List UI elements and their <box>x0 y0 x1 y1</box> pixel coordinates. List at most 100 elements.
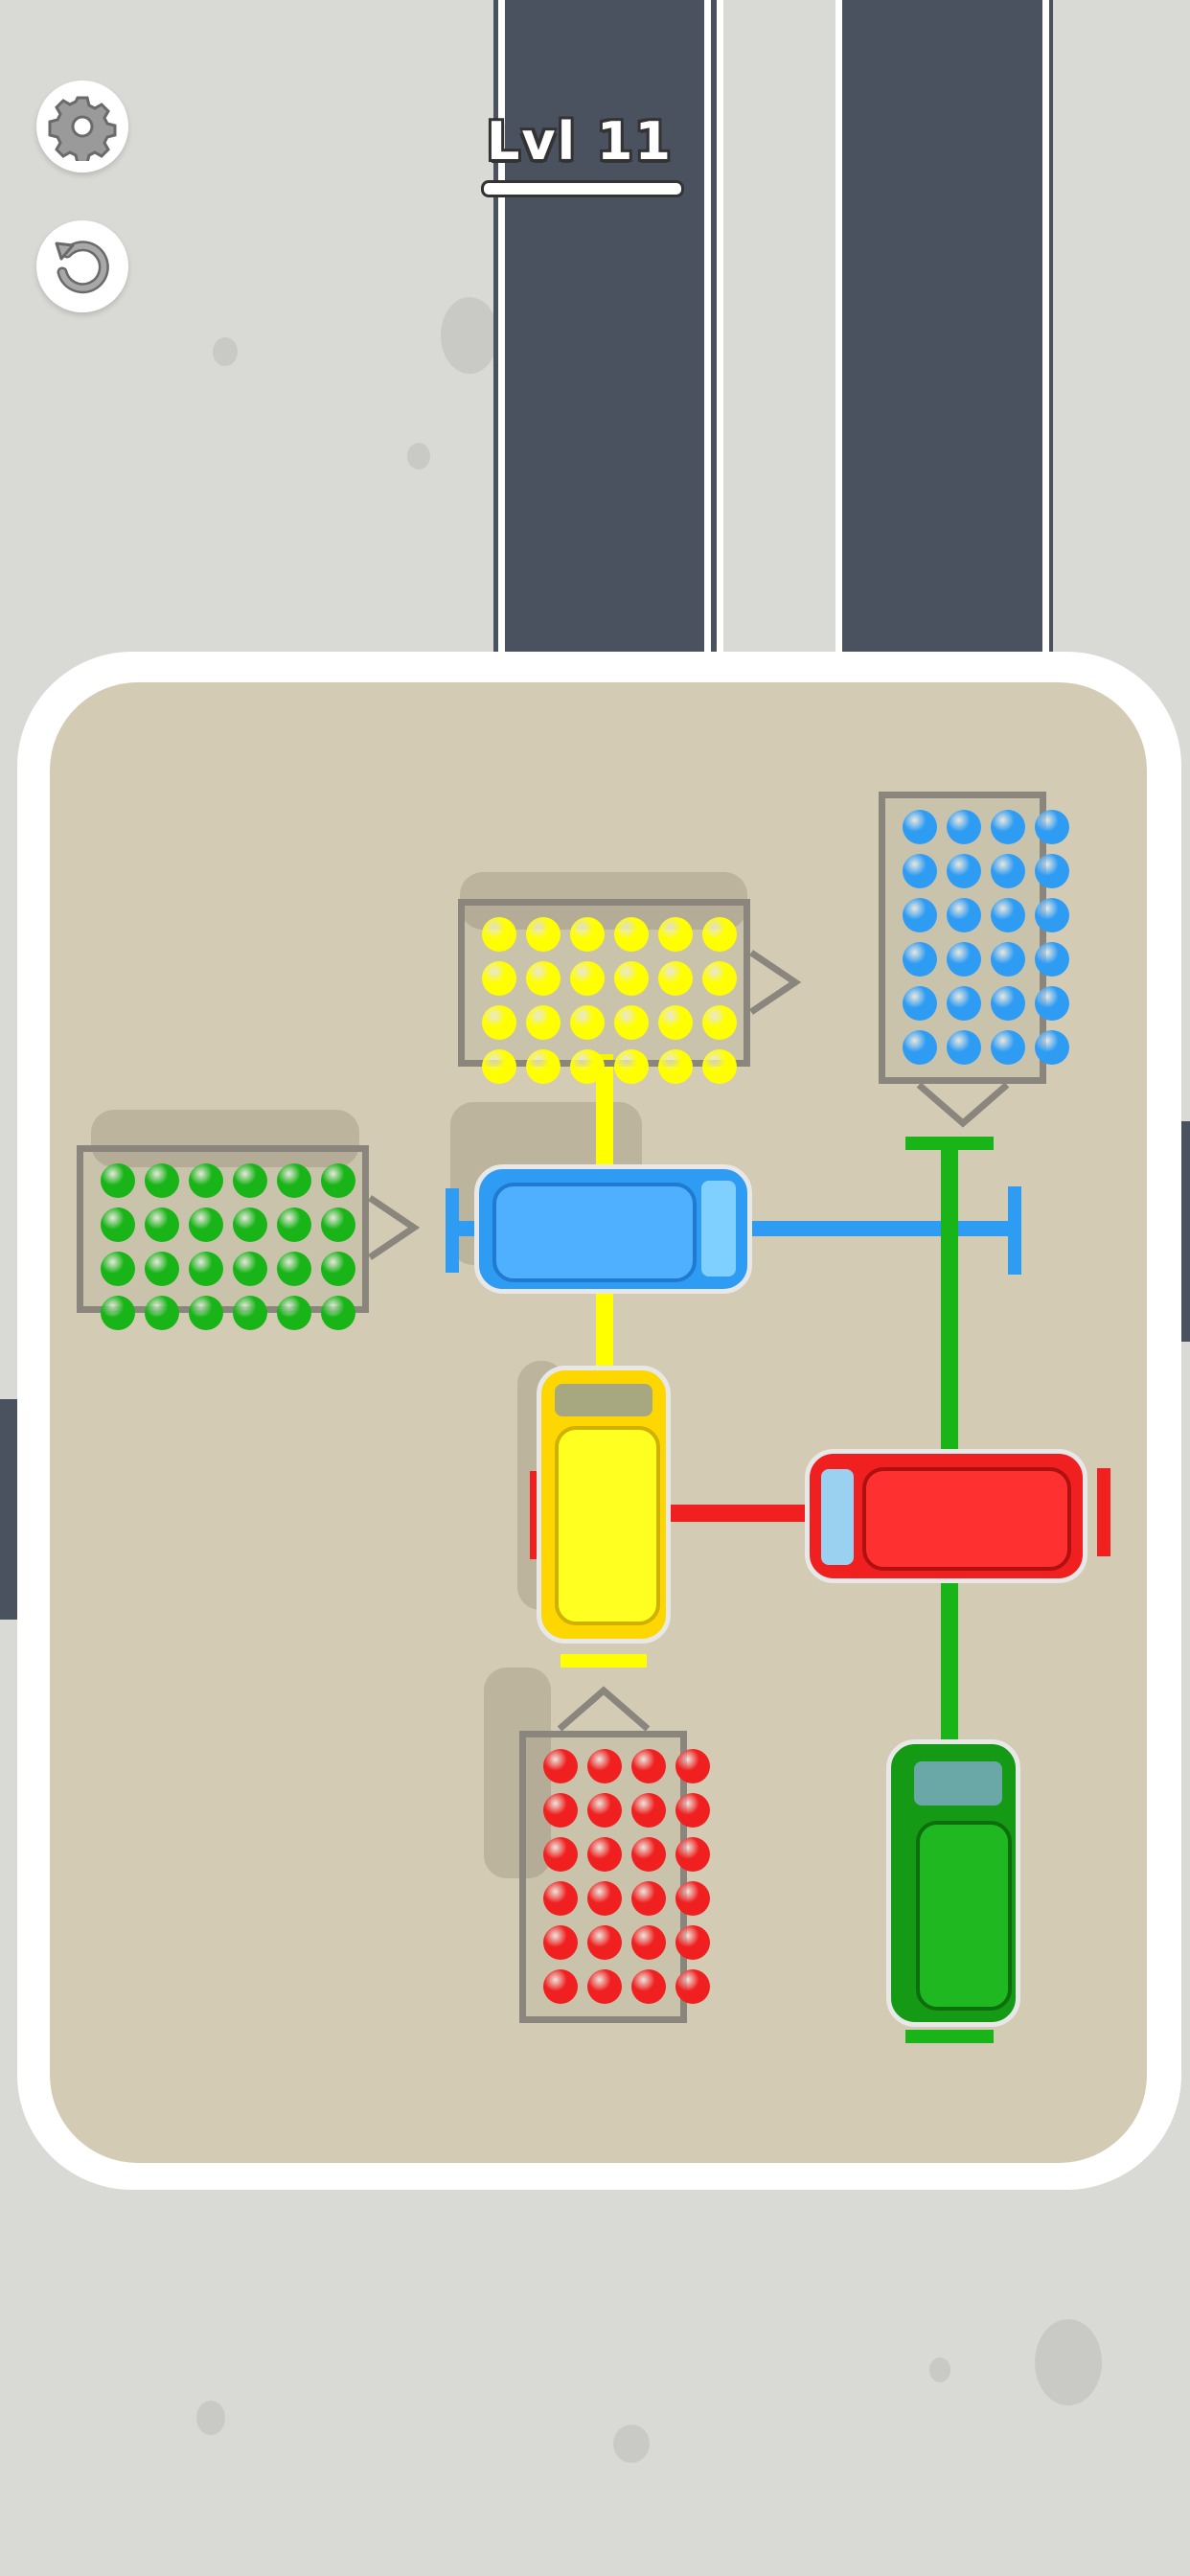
red-passenger <box>631 1881 666 1916</box>
road-edge-line <box>1042 0 1049 661</box>
restart-button[interactable] <box>36 220 128 312</box>
blue-passenger <box>991 942 1025 977</box>
yellow-passenger <box>658 1049 693 1084</box>
settings-button[interactable] <box>36 80 128 172</box>
green-passenger <box>277 1252 311 1286</box>
ground-spot <box>929 2358 950 2382</box>
red-passenger <box>675 1837 710 1872</box>
blue-passenger <box>1035 942 1069 977</box>
red-passenger <box>587 1793 622 1828</box>
bus-roof <box>862 1467 1071 1571</box>
red-track <box>661 1505 814 1522</box>
green-passenger <box>233 1208 267 1242</box>
blue-passenger <box>991 1030 1025 1065</box>
blue-passenger <box>947 854 981 888</box>
green-passenger <box>101 1252 135 1286</box>
blue-passenger <box>991 898 1025 932</box>
yellow-passenger <box>482 1005 516 1040</box>
blue-passenger <box>947 986 981 1021</box>
green-passenger <box>277 1208 311 1242</box>
level-label: Lvl 11 <box>486 111 674 172</box>
green-passenger <box>321 1296 355 1330</box>
blue-passenger-station[interactable] <box>879 792 1069 1084</box>
green-passenger <box>277 1163 311 1198</box>
green-passenger <box>321 1252 355 1286</box>
blue-passenger <box>947 942 981 977</box>
gear-icon <box>48 96 117 161</box>
yellow-passenger <box>570 961 605 996</box>
station-shadow <box>484 1668 551 1878</box>
bus-windshield <box>914 1761 1002 1806</box>
yellow-passenger <box>482 961 516 996</box>
yellow-passenger <box>702 1049 737 1084</box>
blue-passenger <box>1035 854 1069 888</box>
blue-passenger <box>903 810 937 844</box>
road-median <box>723 0 835 661</box>
yellow-passenger <box>658 961 693 996</box>
green-passenger <box>189 1296 223 1330</box>
blue-passenger <box>991 986 1025 1021</box>
red-track-end <box>1097 1468 1110 1556</box>
yellow-passenger <box>658 1005 693 1040</box>
blue-passenger <box>1035 1030 1069 1065</box>
red-bus[interactable] <box>805 1449 1087 1583</box>
green-passenger <box>145 1296 179 1330</box>
yellow-passenger <box>702 917 737 952</box>
blue-bus[interactable] <box>474 1164 752 1294</box>
yellow-track <box>596 1275 613 1370</box>
green-passenger <box>145 1208 179 1242</box>
green-passenger <box>101 1296 135 1330</box>
red-passenger <box>587 1749 622 1783</box>
red-passenger <box>675 1749 710 1783</box>
yellow-passenger <box>658 917 693 952</box>
red-passenger <box>543 1793 578 1828</box>
blue-passenger <box>903 854 937 888</box>
yellow-passenger <box>526 1005 561 1040</box>
yellow-passenger <box>482 917 516 952</box>
yellow-station-arrow-icon <box>749 950 802 1015</box>
green-track <box>941 1148 958 1455</box>
bus-roof <box>916 1821 1012 2011</box>
red-station-arrow-icon <box>557 1686 651 1732</box>
station-shadow <box>91 1110 359 1167</box>
red-passenger-station[interactable] <box>519 1731 710 2023</box>
green-passenger <box>101 1163 135 1198</box>
bus-roof <box>492 1183 697 1282</box>
blue-passenger <box>947 1030 981 1065</box>
yellow-passenger <box>702 1005 737 1040</box>
blue-station-arrow-icon <box>916 1082 1010 1128</box>
blue-passenger <box>947 810 981 844</box>
green-passenger <box>145 1252 179 1286</box>
level-progress-bar <box>481 180 684 197</box>
red-passenger <box>631 1793 666 1828</box>
yellow-passenger-station[interactable] <box>458 899 750 1084</box>
green-passenger <box>189 1163 223 1198</box>
blue-passenger <box>991 810 1025 844</box>
red-passenger <box>543 1925 578 1960</box>
red-passenger <box>543 1749 578 1783</box>
yellow-track-end <box>561 1654 647 1668</box>
green-passenger-station[interactable] <box>77 1145 369 1330</box>
blue-passenger <box>903 942 937 977</box>
green-station-arrow-icon <box>368 1195 421 1260</box>
bus-windshield <box>555 1384 652 1416</box>
yellow-track <box>596 1054 613 1184</box>
green-passenger <box>101 1208 135 1242</box>
ground-spot <box>407 443 430 470</box>
red-passenger <box>587 1837 622 1872</box>
blue-passenger <box>903 1030 937 1065</box>
blue-passenger <box>947 898 981 932</box>
green-bus[interactable] <box>886 1739 1020 2027</box>
green-passenger <box>321 1208 355 1242</box>
blue-passenger <box>903 898 937 932</box>
bus-windshield <box>701 1181 736 1276</box>
yellow-passenger <box>526 1049 561 1084</box>
green-track-end <box>905 2030 994 2043</box>
red-passenger <box>631 1749 666 1783</box>
yellow-passenger <box>614 1049 649 1084</box>
yellow-passenger <box>570 1049 605 1084</box>
green-passenger <box>321 1163 355 1198</box>
yellow-bus[interactable] <box>537 1366 671 1644</box>
blue-track-end <box>446 1188 459 1273</box>
green-passenger <box>189 1252 223 1286</box>
